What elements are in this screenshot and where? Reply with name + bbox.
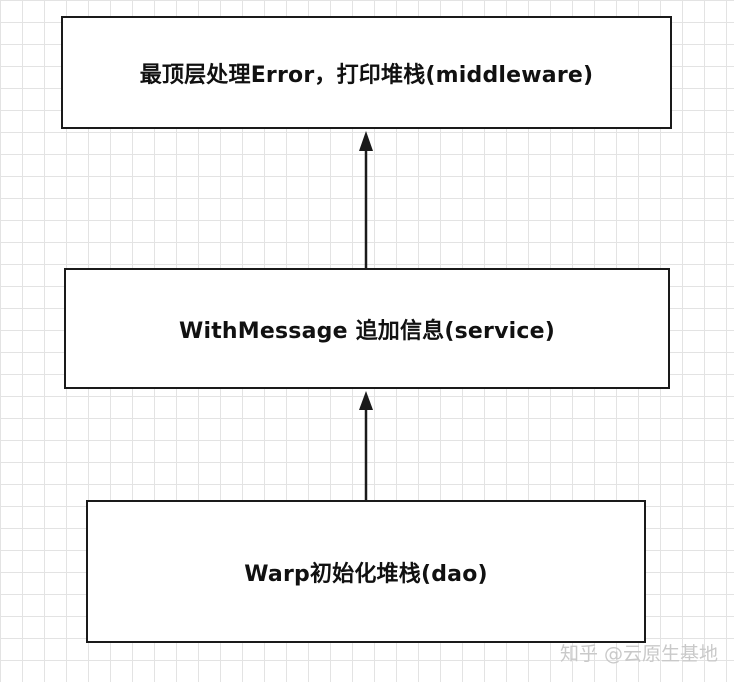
arrow-dao-to-service <box>359 391 373 500</box>
node-dao: Warp初始化堆栈(dao) <box>86 500 646 643</box>
node-dao-label: Warp初始化堆栈(dao) <box>244 561 488 587</box>
watermark-text: 知乎 @云原生基地 <box>559 643 718 665</box>
node-middleware-label: 最顶层处理Error，打印堆栈(middleware) <box>139 62 594 88</box>
node-service-label: WithMessage 追加信息(service) <box>179 318 555 344</box>
node-service: WithMessage 追加信息(service) <box>64 268 670 389</box>
node-middleware: 最顶层处理Error，打印堆栈(middleware) <box>61 16 672 129</box>
arrow-service-to-middleware <box>359 131 373 268</box>
